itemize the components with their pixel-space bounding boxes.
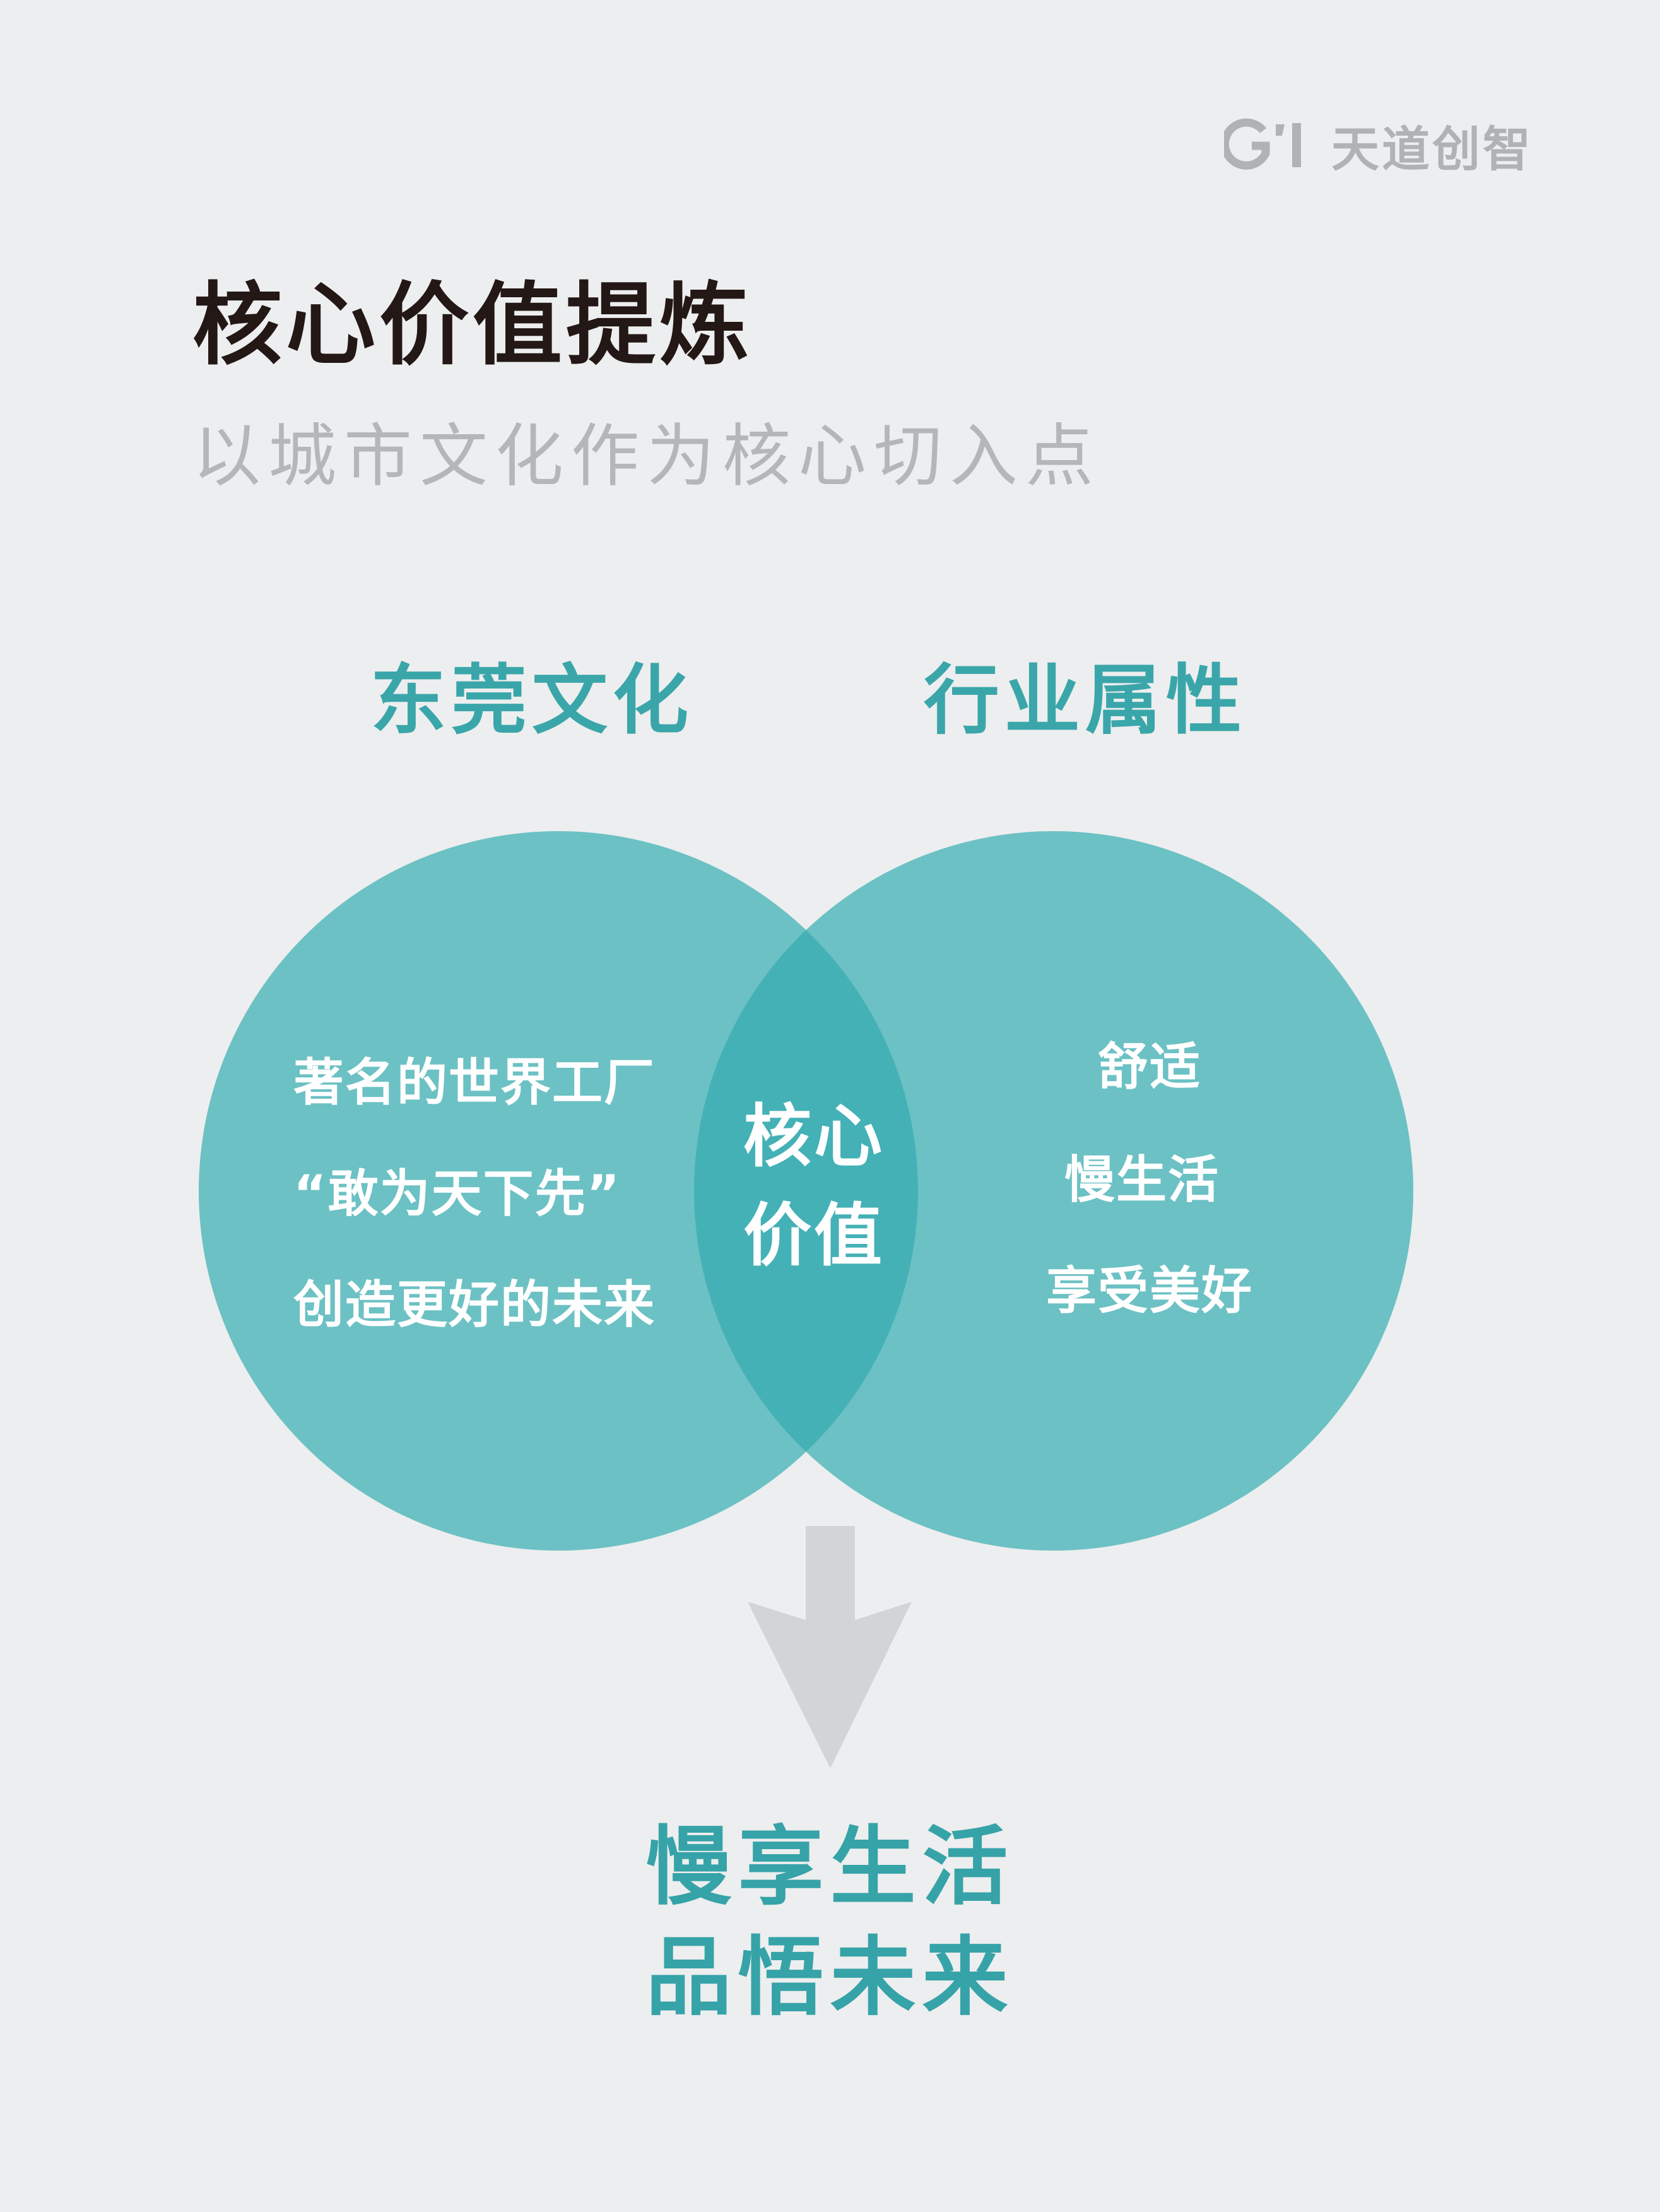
left-item-1: 著名的世界工厂 bbox=[293, 1053, 656, 1112]
down-arrow-icon bbox=[748, 1526, 912, 1768]
conclusion-line-1: 慢享生活 bbox=[645, 1818, 1015, 1917]
right-item-1: 舒适 bbox=[1098, 1038, 1201, 1096]
left-item-3: 创造更好的未来 bbox=[293, 1275, 656, 1334]
brand-mark-icon bbox=[1224, 118, 1301, 170]
center-line-1: 核心 bbox=[743, 1097, 885, 1176]
page-subtitle: 以城市文化作为核心切入点 bbox=[192, 417, 1102, 496]
right-item-2: 慢生活 bbox=[1064, 1150, 1220, 1209]
left-item-2: “敢为天下先” bbox=[293, 1164, 621, 1223]
right-circle bbox=[694, 831, 1413, 1551]
right-item-3: 享受美好 bbox=[1046, 1262, 1253, 1320]
page-title: 核心价值提炼 bbox=[192, 273, 753, 377]
left-circle-heading: 东莞文化 bbox=[370, 657, 693, 745]
right-circle-heading: 行业属性 bbox=[924, 657, 1247, 745]
left-circle bbox=[199, 831, 918, 1551]
brand-logo: 天道创智 bbox=[1224, 110, 1539, 180]
conclusion-line-2: 品悟未来 bbox=[645, 1928, 1015, 2028]
center-line-2: 价值 bbox=[743, 1197, 885, 1275]
brand-name: 天道创智 bbox=[1331, 121, 1533, 177]
